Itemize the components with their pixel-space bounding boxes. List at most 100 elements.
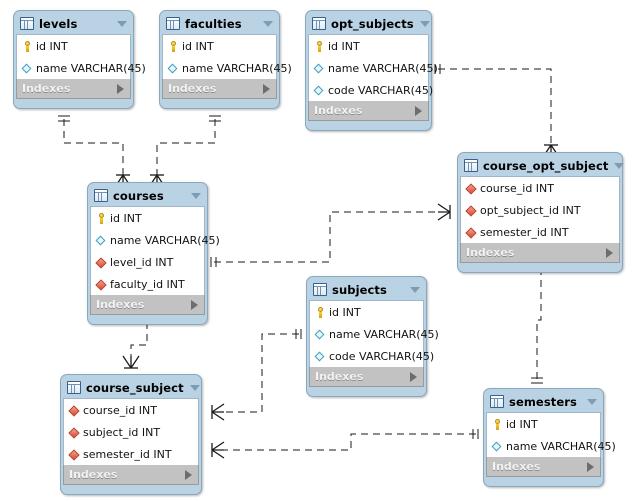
table-icon bbox=[67, 381, 81, 394]
chevron-down-icon[interactable] bbox=[410, 286, 420, 293]
column-row[interactable]: id INT bbox=[91, 207, 204, 229]
pk-key-icon bbox=[167, 40, 180, 53]
table-icon bbox=[313, 283, 327, 296]
chevron-down-icon[interactable] bbox=[419, 20, 430, 27]
cardinality-many-cos-courses bbox=[437, 203, 451, 221]
column-row[interactable]: id INT bbox=[17, 35, 130, 57]
column-row[interactable]: level_id INT bbox=[91, 251, 204, 273]
column-row[interactable]: name VARCHAR(45) bbox=[309, 57, 438, 79]
column-row[interactable]: name VARCHAR(45) bbox=[17, 57, 146, 79]
chevron-down-icon[interactable] bbox=[263, 20, 273, 27]
pk-key-icon bbox=[491, 418, 504, 431]
fk-diamond-icon bbox=[95, 278, 108, 291]
connector-subjects-coursesubject bbox=[212, 333, 299, 413]
chevron-down-icon[interactable] bbox=[189, 384, 200, 391]
column-diamond-icon bbox=[21, 62, 34, 75]
column-row[interactable]: id INT bbox=[309, 35, 428, 57]
column-row[interactable]: id INT bbox=[163, 35, 276, 57]
column-row[interactable]: course_id INT bbox=[64, 399, 198, 421]
table-header-subjects[interactable]: subjects bbox=[309, 279, 424, 300]
indexes-section-faculties[interactable]: Indexes bbox=[162, 79, 277, 99]
cardinality-many-coursesubject-subjects bbox=[211, 403, 225, 421]
column-row[interactable]: name VARCHAR(45) bbox=[487, 435, 616, 457]
table-icon bbox=[20, 17, 34, 30]
expand-arrow-icon[interactable] bbox=[185, 469, 192, 480]
column-row[interactable]: faculty_id INT bbox=[91, 273, 204, 295]
column-list: course_id INT opt_subject_id INT semester_… bbox=[460, 176, 620, 243]
connector-semesters-coursesubject bbox=[212, 433, 476, 451]
chevron-down-icon[interactable] bbox=[117, 20, 127, 27]
table-course_opt_subject[interactable]: course_opt_subject course_id INT opt_subje… bbox=[457, 152, 625, 273]
table-header-course_subject[interactable]: course_subject bbox=[63, 377, 200, 398]
indexes-section-course_opt_subject[interactable]: Indexes bbox=[460, 243, 620, 263]
expand-arrow-icon[interactable] bbox=[587, 461, 594, 472]
connector-courses-cos bbox=[214, 211, 450, 263]
table-name: opt_subjects bbox=[331, 16, 414, 31]
expand-arrow-icon[interactable] bbox=[415, 105, 422, 116]
column-row[interactable]: name VARCHAR(45) bbox=[163, 57, 292, 79]
table-header-levels[interactable]: levels bbox=[16, 13, 131, 34]
indexes-label: Indexes bbox=[492, 460, 541, 473]
column-row[interactable]: name VARCHAR(45) bbox=[310, 323, 439, 345]
table-icon bbox=[166, 17, 180, 30]
column-diamond-icon bbox=[313, 62, 326, 75]
column-row[interactable]: semester_id INT bbox=[64, 443, 198, 465]
cardinality-one-semesters-cs bbox=[472, 429, 479, 439]
table-header-courses[interactable]: courses bbox=[90, 185, 205, 206]
indexes-section-levels[interactable]: Indexes bbox=[16, 79, 131, 99]
indexes-section-courses[interactable]: Indexes bbox=[90, 295, 205, 315]
pk-key-icon bbox=[95, 212, 108, 225]
connector-levels-courses bbox=[63, 119, 124, 175]
pk-key-icon bbox=[314, 306, 327, 319]
chevron-down-icon[interactable] bbox=[614, 162, 625, 169]
chevron-down-icon[interactable] bbox=[587, 398, 597, 405]
indexes-section-opt_subjects[interactable]: Indexes bbox=[308, 101, 429, 121]
fk-diamond-icon bbox=[95, 256, 108, 269]
column-row[interactable]: id INT bbox=[487, 413, 600, 435]
indexes-label: Indexes bbox=[314, 104, 363, 117]
table-header-opt_subjects[interactable]: opt_subjects bbox=[308, 13, 430, 34]
connector-courses-coursesubject bbox=[130, 322, 148, 368]
column-label: semester_id INT bbox=[480, 225, 569, 239]
expand-arrow-icon[interactable] bbox=[410, 371, 417, 382]
table-header-faculties[interactable]: faculties bbox=[162, 13, 277, 34]
expand-arrow-icon[interactable] bbox=[263, 83, 270, 94]
table-name: courses bbox=[113, 188, 164, 203]
expand-arrow-icon[interactable] bbox=[191, 299, 198, 310]
chevron-down-icon[interactable] bbox=[191, 192, 201, 199]
column-row[interactable]: name VARCHAR(45) bbox=[91, 229, 220, 251]
pk-key-icon bbox=[313, 40, 326, 53]
cardinality-one-faculties bbox=[209, 115, 221, 122]
table-header-semesters[interactable]: semesters bbox=[486, 391, 601, 412]
column-row[interactable]: course_id INT bbox=[461, 177, 619, 199]
column-row[interactable]: code VARCHAR(45) bbox=[309, 79, 433, 101]
column-diamond-icon bbox=[314, 328, 327, 341]
indexes-section-subjects[interactable]: Indexes bbox=[309, 367, 424, 387]
column-row[interactable]: opt_subject_id INT bbox=[461, 199, 619, 221]
column-diamond-icon bbox=[314, 350, 327, 363]
indexes-section-course_subject[interactable]: Indexes bbox=[63, 465, 199, 485]
table-name: course_opt_subject bbox=[483, 158, 609, 173]
column-row[interactable]: code VARCHAR(45) bbox=[310, 345, 434, 367]
table-icon bbox=[464, 159, 478, 172]
column-label: course_id INT bbox=[480, 181, 554, 195]
column-row[interactable]: semester_id INT bbox=[461, 221, 619, 243]
table-header-course_opt_subject[interactable]: course_opt_subject bbox=[460, 155, 625, 176]
expand-arrow-icon[interactable] bbox=[117, 83, 124, 94]
indexes-section-semesters[interactable]: Indexes bbox=[486, 457, 601, 477]
cardinality-one-courses-cos bbox=[210, 257, 217, 267]
expand-arrow-icon[interactable] bbox=[606, 247, 613, 258]
column-row[interactable]: subject_id INT bbox=[64, 421, 198, 443]
column-row[interactable]: id INT bbox=[310, 301, 423, 323]
column-label: opt_subject_id INT bbox=[480, 203, 581, 217]
fk-diamond-icon bbox=[465, 182, 478, 195]
